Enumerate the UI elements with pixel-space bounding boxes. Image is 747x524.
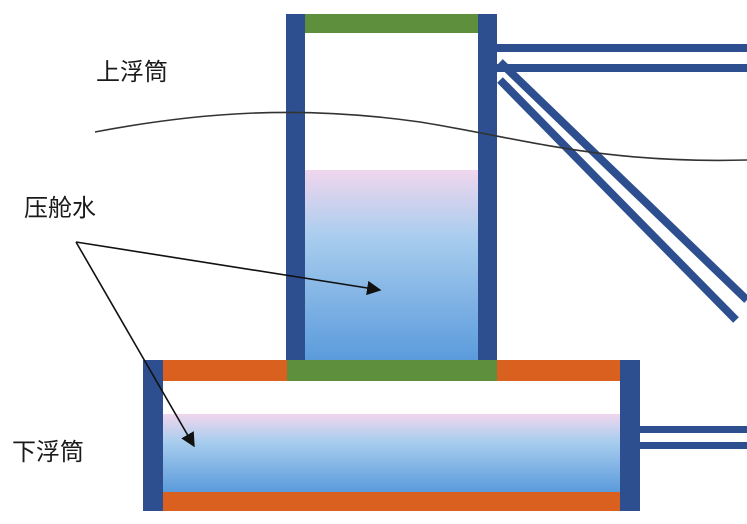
- arrow-to-lower-water: [75, 241, 195, 448]
- lower-float-right-wall: [620, 360, 640, 511]
- lower-float-top-plate-center: [287, 360, 497, 381]
- arrow-to-upper-water: [75, 241, 382, 296]
- callout-arrows: [75, 241, 382, 448]
- upper-float: [286, 14, 497, 360]
- label-upper-float: 上浮筒: [96, 58, 168, 86]
- lower-float-top-plate-left: [163, 360, 287, 381]
- upper-float-cap: [305, 14, 478, 33]
- lower-float: [143, 360, 640, 511]
- diagonal-brace-1: [497, 59, 747, 303]
- label-ballast-water: 压舱水: [24, 194, 96, 222]
- label-lower-float: 下浮筒: [12, 438, 84, 466]
- lower-float-ballast-water: [163, 414, 620, 492]
- upper-float-right-wall: [478, 14, 497, 360]
- lower-bracing: [640, 426, 747, 449]
- lower-float-left-wall: [143, 360, 163, 511]
- lower-brace-rail-1: [640, 426, 747, 433]
- upper-brace-rail-1: [497, 44, 747, 52]
- diagonal-brace-2: [497, 77, 739, 323]
- waterline: [94, 111, 747, 162]
- upper-bracing: [497, 44, 747, 323]
- upper-float-ballast-water: [305, 170, 478, 360]
- lower-float-top-plate-right: [497, 360, 620, 381]
- lower-float-bottom-plate: [163, 492, 620, 511]
- upper-brace-rail-2: [497, 64, 747, 72]
- lower-brace-rail-2: [640, 442, 747, 449]
- upper-float-left-wall: [286, 14, 305, 360]
